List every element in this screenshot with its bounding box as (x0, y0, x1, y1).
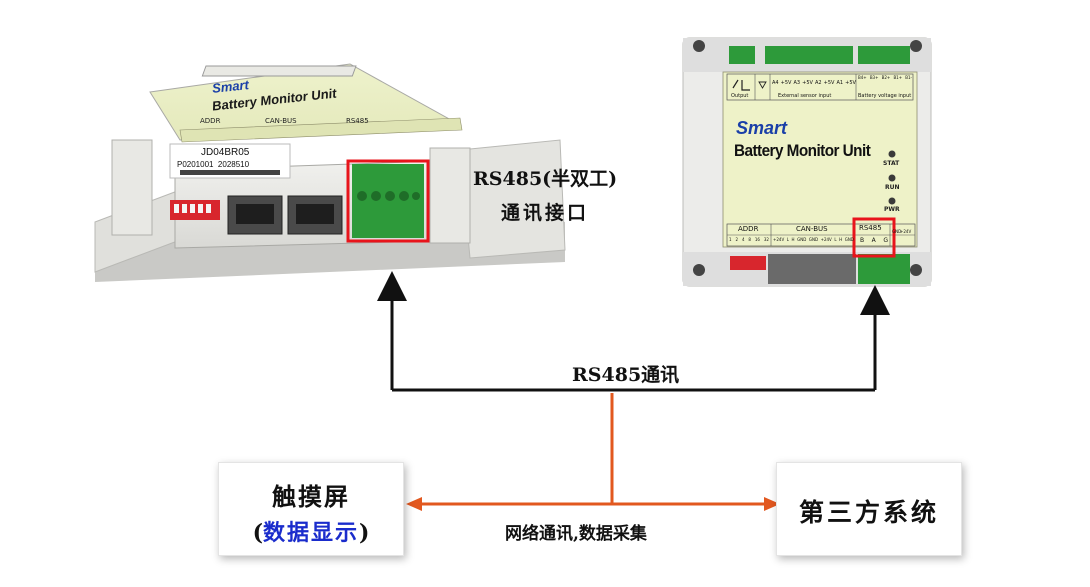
pin-label: B2+ (881, 75, 891, 80)
right-device-brand: Smart (736, 118, 788, 138)
subtitle-open-paren: ( (252, 520, 263, 546)
right-device-output-terminal (729, 46, 755, 64)
pin-label: L (834, 237, 837, 242)
pin-label: 1 (729, 237, 732, 242)
left-device-post-right (429, 147, 471, 244)
rs485-connection (377, 271, 890, 392)
right-device-output-label: Output (731, 93, 749, 99)
subtitle-close-paren: ) (359, 520, 370, 546)
pin-label: 8 (748, 237, 751, 242)
right-device-can-ports (768, 254, 856, 284)
data-display-label: 数据显示 (262, 520, 359, 546)
network-arrow-right (764, 497, 780, 511)
pwr-led-icon (888, 197, 896, 205)
pin-label: GND (797, 237, 807, 242)
pin-label: L (786, 237, 789, 242)
left-device-barcode (180, 170, 280, 175)
right-device-addr-pins: 1 2 4 8 16 32 (729, 237, 769, 242)
left-device-sticker-serial: P0201001 2028510 (177, 160, 250, 169)
pin-label: GND (808, 237, 819, 242)
right-device-battery-pins: B4+ B3+ B2+ B1+ B1- (858, 75, 912, 80)
touch-screen-subtitle: (数据显示) (219, 515, 403, 547)
pin-label: 4 (741, 237, 745, 242)
third-party-system-box: 第三方系统 (776, 462, 962, 556)
pin-label: 2 (735, 237, 739, 242)
right-device-rs485-label: RS485 (859, 224, 882, 232)
right-device-battery-terminal (858, 46, 910, 64)
pin-label: H (839, 237, 843, 242)
left-device-header-can: CAN-BUS (265, 117, 297, 125)
rs485-interface-label-line2: 通讯接口 (501, 202, 590, 224)
right-device-led-pwr: PWR (884, 206, 900, 213)
right-device-product: Battery Monitor Unit (734, 141, 871, 160)
left-device-rs485-terminal (352, 164, 424, 238)
left-device-header-rs485: RS485 (346, 117, 369, 125)
pin-label: A2 (815, 80, 822, 86)
rs485-interface-label-line1: RS485(半双工) (473, 168, 618, 190)
right-device-sensor-terminal (765, 46, 853, 64)
rs485-comm-label: RS485通讯 (572, 364, 680, 386)
left-device-header-addr: ADDR (200, 117, 221, 125)
pin-label: GND (844, 237, 854, 242)
right-device-power-sub: GND (892, 229, 902, 234)
network-label: 网络通讯,数据采集 (505, 524, 647, 544)
pin-label: +24V (820, 237, 832, 242)
right-device-can-pins: +24V L H GND GND +24V L H GND (773, 237, 854, 242)
right-device-top-header (726, 73, 914, 101)
pin-label: B4+ (858, 75, 867, 80)
left-device-post-left (111, 139, 153, 236)
right-device-sensor-pins: A4 +5V A3 +5V A2 +5V A1 +5V (772, 80, 856, 86)
left-device-sticker-model: JD04BR05 (201, 147, 250, 158)
pin-label: A (871, 237, 876, 244)
left-device-rs485-highlight (346, 159, 430, 243)
pin-label: B1+ (893, 75, 903, 80)
screw-icon (693, 264, 705, 276)
touch-screen-title: 触摸屏 (272, 482, 350, 511)
screw-icon (693, 40, 705, 52)
stat-led-icon (888, 150, 896, 158)
screw-icon (910, 264, 922, 276)
ground-icon (758, 81, 767, 89)
right-device-rs485-terminal (858, 254, 910, 284)
network-arrow-left (406, 497, 422, 511)
right-device-addr-label: ADDR (738, 225, 759, 233)
pin-label: +5V (802, 80, 813, 86)
pin-label: A1 (836, 80, 844, 86)
right-device-led-stat: STAT (883, 160, 900, 167)
network-connection (406, 393, 780, 511)
right-device-dip-switch (730, 256, 766, 270)
pin-label: +5V (780, 80, 792, 86)
relay-icon (732, 79, 750, 91)
right-device (682, 37, 932, 287)
right-device-power-label: +24V (900, 229, 912, 234)
left-device-top-connector (201, 65, 357, 77)
screw-icon (910, 40, 922, 52)
pin-label: 32 (763, 237, 769, 242)
pin-label: A4 (772, 80, 779, 86)
pin-label: +5V (823, 80, 835, 86)
pin-label: G (883, 237, 888, 244)
touch-screen-box: 触摸屏 (数据显示) (218, 462, 404, 556)
left-device (94, 63, 566, 282)
run-led-icon (888, 174, 896, 182)
pin-label: B3+ (869, 75, 879, 80)
pin-label: B (860, 237, 865, 244)
pin-label: +5V (845, 80, 856, 86)
pin-label: B1- (905, 75, 912, 80)
right-device-can-label: CAN-BUS (796, 225, 828, 233)
pin-label: 16 (754, 237, 760, 242)
pin-label: H (791, 237, 795, 242)
right-device-led-run: RUN (885, 184, 900, 191)
right-device-rs485-highlight (852, 217, 896, 258)
right-device-sensor-label: External sensor input (778, 93, 832, 99)
right-device-battery-label: Battery voltage input (858, 93, 912, 99)
left-device-header-strip (179, 117, 463, 143)
pin-label: A3 (793, 80, 801, 86)
pin-label: +24V (773, 237, 785, 242)
third-party-system-title: 第三方系统 (798, 498, 939, 527)
right-device-rs485-pins: B A G (860, 237, 888, 244)
